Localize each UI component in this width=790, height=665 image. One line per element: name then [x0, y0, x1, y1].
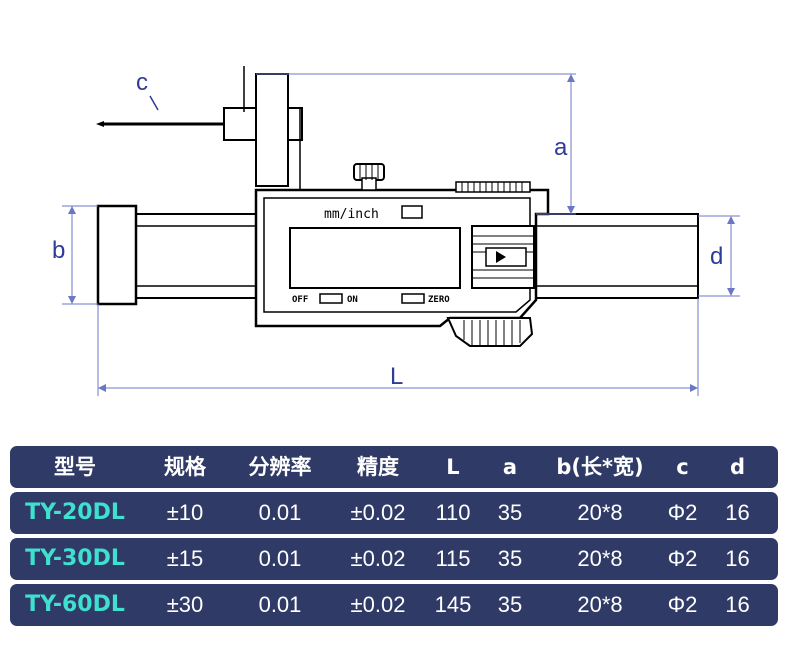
cell-a: 35 — [497, 592, 523, 617]
cell-accuracy: ±0.02 — [350, 592, 406, 617]
cell-d: 16 — [725, 500, 750, 525]
cell-range: ±15 — [166, 546, 204, 571]
header-model: 型号 — [54, 455, 96, 479]
zero-label: ZERO — [428, 295, 450, 305]
header-c: c — [676, 455, 689, 479]
off-label: OFF — [292, 295, 308, 305]
cell-range: ±30 — [166, 592, 204, 617]
lcd-screen — [289, 227, 461, 289]
lower-grip — [446, 317, 534, 347]
header-accuracy: 精度 — [357, 455, 399, 479]
cell-c: Φ2 — [667, 546, 698, 571]
header-d: d — [729, 455, 746, 479]
cell-c: Φ2 — [667, 500, 698, 525]
cell-b: 20*8 — [577, 592, 623, 617]
left-block — [96, 204, 138, 306]
cell-resolution: 0.01 — [258, 546, 302, 571]
caliper-diagram: mm/inch OFF ON ZERO — [52, 66, 740, 396]
cell-resolution: 0.01 — [258, 592, 302, 617]
cell-accuracy: ±0.02 — [350, 546, 406, 571]
cell-model: TY-60DL — [25, 592, 125, 617]
dim-label-c: c — [136, 69, 148, 96]
cell-range: ±10 — [166, 500, 204, 525]
cell-model: TY-20DL — [25, 500, 125, 525]
play-arrow-icon — [496, 251, 506, 263]
header-L: L — [446, 455, 460, 479]
spec-table-header: 型号 规格 分辨率 精度 L a b(长*宽) c d — [10, 446, 778, 488]
zero-button — [401, 293, 425, 304]
cell-L: 110 — [435, 500, 471, 525]
cell-model: TY-30DL — [25, 546, 125, 571]
cell-a: 35 — [497, 546, 523, 571]
probe-tip — [96, 121, 104, 127]
cell-c: Φ2 — [667, 592, 698, 617]
cell-resolution: 0.01 — [258, 500, 302, 525]
cell-a: 35 — [497, 500, 523, 525]
depth-post — [255, 73, 289, 187]
knurl-top — [455, 181, 531, 193]
cell-b: 20*8 — [577, 546, 623, 571]
dim-label-L: L — [390, 363, 403, 390]
dim-label-b: b — [52, 237, 65, 264]
cell-L: 115 — [435, 546, 471, 571]
table-row: TY-30DL ±15 0.01 ±0.02 115 35 20*8 Φ2 16 — [10, 538, 778, 580]
cell-d: 16 — [725, 546, 750, 571]
table-row: TY-20DL ±10 0.01 ±0.02 110 35 20*8 Φ2 16 — [10, 492, 778, 534]
header-range: 规格 — [164, 455, 206, 479]
cell-d: 16 — [725, 592, 750, 617]
cell-b: 20*8 — [577, 500, 623, 525]
on-off-button — [319, 293, 343, 304]
on-label: ON — [347, 295, 358, 305]
header-resolution: 分辨率 — [248, 455, 312, 479]
header-b: b(长*宽) — [556, 455, 644, 479]
units-label: mm/inch — [324, 207, 379, 222]
header-a: a — [502, 455, 518, 479]
dim-label-a: a — [554, 134, 568, 161]
table-row: TY-60DL ±30 0.01 ±0.02 145 35 20*8 Φ2 16 — [10, 584, 778, 626]
cell-accuracy: ±0.02 — [350, 500, 406, 525]
dim-label-d: d — [710, 243, 723, 270]
c-leader — [149, 95, 159, 111]
cell-L: 145 — [434, 592, 472, 617]
units-button — [401, 205, 423, 219]
